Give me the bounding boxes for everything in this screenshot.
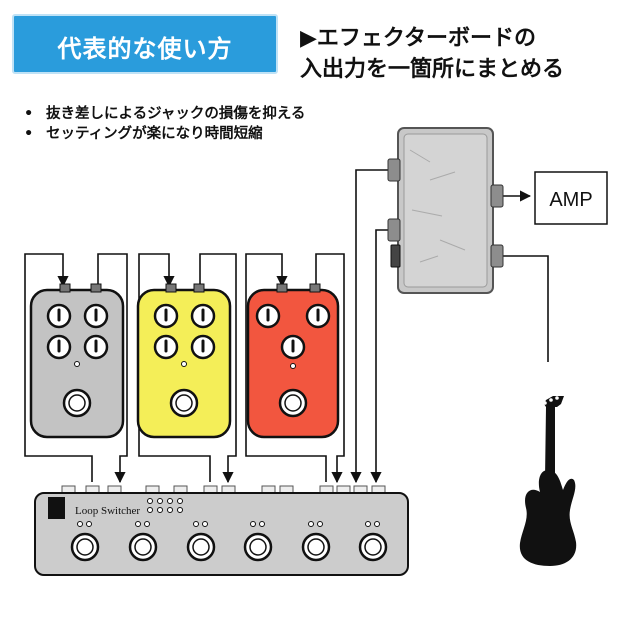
- knob-icon: [46, 303, 72, 329]
- jack-icon: [490, 184, 504, 208]
- yellow-pedal: [136, 283, 232, 439]
- footswitch-row: [70, 532, 388, 562]
- knob-icon: [83, 334, 109, 360]
- knob-icon: [153, 334, 179, 360]
- io-junction-box: [387, 127, 504, 294]
- knob-icon: [83, 303, 109, 329]
- power-jack-icon: [390, 244, 401, 268]
- title-badge-text: 代表的な使い方: [57, 35, 233, 63]
- bullet-item-1: 抜き差しによるジャックの損傷を抑える: [24, 104, 305, 124]
- amp-label: AMP: [549, 189, 592, 211]
- knob-icon: [255, 303, 281, 329]
- knob-icon: [153, 303, 179, 329]
- guitar-icon: [519, 396, 577, 566]
- jack-icon: [490, 244, 504, 268]
- loop-switcher: Loop Switcher: [34, 485, 409, 576]
- heading: ▶エフェクターボードの 入出力を一箇所にまとめる: [300, 23, 564, 85]
- knob-icon: [190, 334, 216, 360]
- knob-icon: [280, 334, 306, 360]
- jack-icon: [387, 158, 401, 182]
- amp-box: AMP: [534, 171, 608, 225]
- knob-icon: [190, 303, 216, 329]
- knob-icon: [305, 303, 331, 329]
- switcher-label: Loop Switcher: [75, 505, 140, 517]
- gray-pedal: [29, 283, 125, 439]
- red-pedal: [246, 283, 340, 439]
- bullet-item-2: セッティングが楽になり時間短縮: [24, 124, 305, 144]
- heading-line-1: ▶エフェクターボードの: [300, 26, 537, 51]
- display-icon: [48, 497, 65, 519]
- bullet-list: 抜き差しによるジャックの損傷を抑える セッティングが楽になり時間短縮: [24, 104, 305, 144]
- title-badge: 代表的な使い方: [12, 14, 278, 74]
- jack-icon: [387, 218, 401, 242]
- heading-line-2: 入出力を一箇所にまとめる: [300, 57, 565, 82]
- pedal-cables: [24, 169, 549, 484]
- knob-icon: [46, 334, 72, 360]
